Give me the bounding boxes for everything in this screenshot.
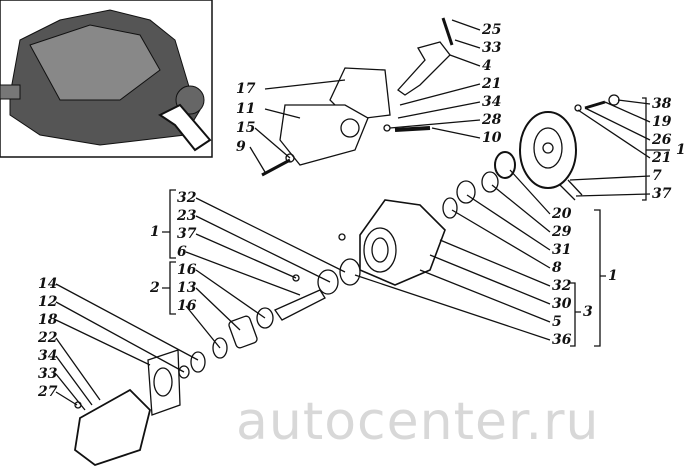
- engine-inset: [0, 0, 213, 158]
- part-label: 23: [177, 208, 197, 224]
- part-label: 33: [482, 40, 502, 56]
- part-label: 38: [652, 96, 672, 112]
- part-label: 21: [652, 150, 672, 166]
- part-label: 16: [177, 262, 197, 278]
- part-label: 15: [236, 120, 256, 136]
- group-label: 2: [150, 280, 160, 296]
- part-label: 27: [38, 384, 58, 400]
- part-label: 25: [482, 22, 502, 38]
- part-label: 16: [177, 298, 197, 314]
- part-label: 21: [482, 76, 502, 92]
- part-label: 37: [652, 186, 672, 202]
- part-label: 7: [652, 168, 662, 184]
- part-label: 31: [552, 242, 572, 258]
- group-label: 1: [676, 142, 686, 158]
- part-label: 14: [38, 276, 58, 292]
- part-label: 10: [482, 130, 502, 146]
- part-label: 20: [552, 206, 572, 222]
- part-label: 28: [482, 112, 502, 128]
- part-label: 11: [236, 101, 256, 117]
- part-label: 12: [38, 294, 58, 310]
- part-label: 8: [552, 260, 562, 276]
- part-label: 30: [552, 296, 572, 312]
- part-label: 37: [177, 226, 197, 242]
- group-label: 1: [608, 268, 618, 284]
- part-label: 6: [177, 244, 187, 260]
- part-label: 13: [177, 280, 197, 296]
- part-label: 26: [652, 132, 672, 148]
- part-label: 34: [482, 94, 502, 110]
- watermark: autocenter.ru: [236, 392, 600, 452]
- part-label: 4: [482, 58, 492, 74]
- group-label: 1: [150, 224, 160, 240]
- part-label: 19: [652, 114, 672, 130]
- part-label: 34: [38, 348, 58, 364]
- group-label: 3: [583, 304, 593, 320]
- part-label: 33: [38, 366, 58, 382]
- part-label: 32: [552, 278, 572, 294]
- part-label: 18: [38, 312, 58, 328]
- part-label: 17: [236, 81, 256, 97]
- part-label: 9: [236, 139, 246, 155]
- part-label: 32: [177, 190, 197, 206]
- part-label: 22: [38, 330, 58, 346]
- part-label: 29: [552, 224, 572, 240]
- part-label: 5: [552, 314, 562, 330]
- part-label: 36: [552, 332, 572, 348]
